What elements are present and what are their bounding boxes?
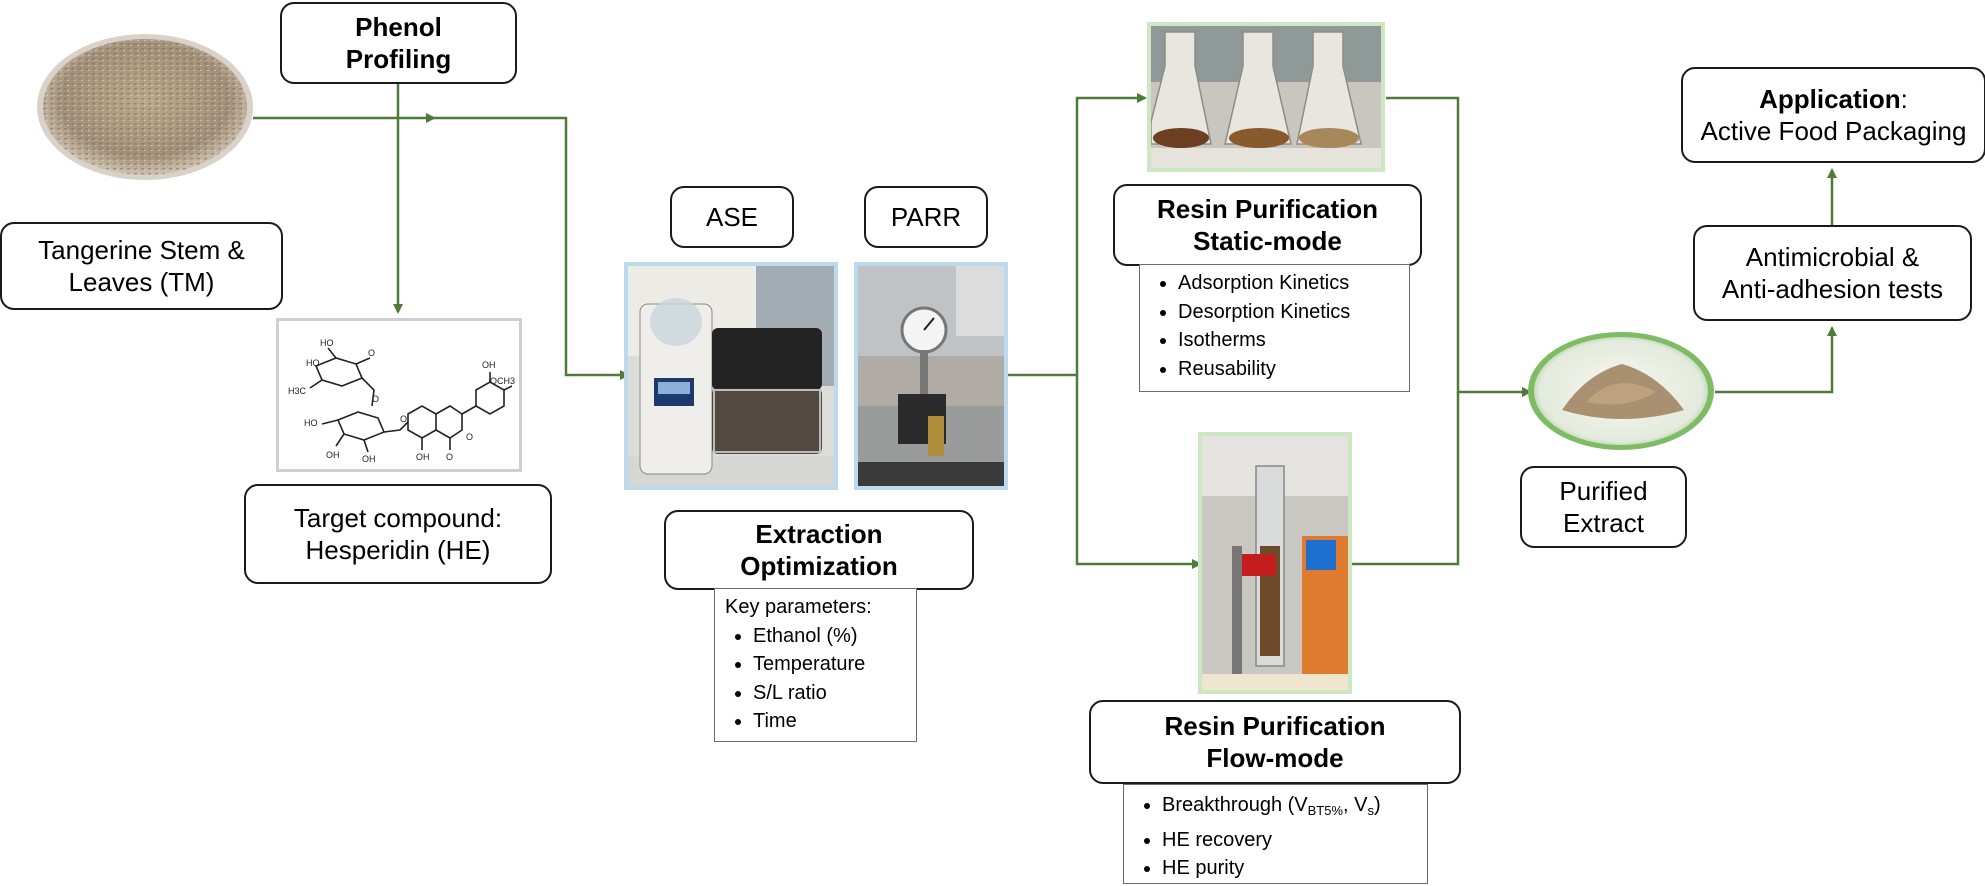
- resin-flow-mode-box: Resin Purification Flow-mode: [1089, 700, 1461, 784]
- target-compound-box: Target compound: Hesperidin (HE): [244, 484, 552, 584]
- param-ethanol: Ethanol (%): [753, 622, 906, 651]
- flow-breakthrough: Breakthrough (VBT5%, Vs): [1162, 791, 1417, 826]
- extraction-optimization-box: Extraction Optimization: [664, 510, 974, 590]
- param-time: Time: [753, 707, 906, 736]
- chem-label-ketone: O: [446, 452, 453, 462]
- application-box: Application: Active Food Packaging: [1681, 67, 1985, 163]
- key-parameters-heading: Key parameters:: [725, 596, 872, 618]
- antimicrobial-box: Antimicrobial & Anti-adhesion tests: [1693, 225, 1972, 321]
- phenol-profiling-box: Phenol Profiling: [280, 2, 517, 84]
- purified-extract-box: Purified Extract: [1520, 466, 1687, 548]
- parr-label-box: PARR: [864, 186, 988, 248]
- application-value: Active Food Packaging: [1700, 116, 1967, 146]
- purified-extract-dish-image: [1528, 332, 1714, 450]
- arrow-extraction-to-flow: [1075, 375, 1202, 569]
- flow-he-purity: HE purity: [1162, 854, 1417, 883]
- chem-label-o3: O: [466, 432, 473, 442]
- static-isotherms: Isotherms: [1178, 326, 1399, 355]
- static-desorption-kinetics: Desorption Kinetics: [1178, 298, 1399, 327]
- arrow-tm-to-extraction-b: [434, 116, 630, 380]
- static-mode-list: Adsorption Kinetics Desorption Kinetics …: [1139, 264, 1410, 392]
- chem-label-ho1: HO: [306, 358, 320, 368]
- chem-label-ho2: HO: [320, 338, 334, 348]
- flow-mode-list: Breakthrough (VBT5%, Vs) HE recovery HE …: [1123, 784, 1428, 884]
- param-sl-ratio: S/L ratio: [753, 679, 906, 708]
- static-reusability: Reusability: [1178, 355, 1399, 384]
- arrow-extraction-to-resin: [1006, 93, 1147, 377]
- chem-label-ho3: HO: [304, 418, 318, 428]
- chem-label-oh6: OH: [416, 452, 430, 462]
- arrow-flow-to-purified: [1352, 392, 1460, 566]
- static-flasks-photo: [1147, 22, 1385, 172]
- resin-static-mode-box: Resin Purification Static-mode: [1113, 184, 1422, 266]
- extraction-parameters-list: Key parameters: Ethanol (%) Temperature …: [714, 588, 917, 742]
- chem-label-o2: O: [400, 414, 407, 424]
- chem-label-oh7: OH: [482, 360, 496, 370]
- hesperidin-structure-image: HO HO H3C O HO OH OH O OH O O OH OCH3 O: [276, 318, 522, 472]
- static-adsorption-kinetics: Adsorption Kinetics: [1178, 269, 1399, 298]
- chem-label-oh4: OH: [326, 450, 340, 460]
- flow-column-photo: [1198, 432, 1352, 694]
- chem-label-oh5: OH: [362, 454, 376, 464]
- chem-label-h3c: H3C: [288, 386, 307, 396]
- chem-label-och3: OCH3: [490, 376, 515, 386]
- ase-label-box: ASE: [670, 186, 794, 248]
- application-title: Application:: [1759, 83, 1908, 114]
- chem-label-o1: O: [368, 348, 375, 358]
- arrow-purified-to-tests: [1715, 326, 1837, 394]
- parr-photo: [854, 262, 1008, 490]
- tangerine-box: Tangerine Stem & Leaves (TM): [0, 222, 283, 310]
- flow-he-recovery: HE recovery: [1162, 826, 1417, 855]
- tangerine-powder-image: [37, 34, 253, 180]
- arrow-static-to-purified: [1386, 96, 1532, 397]
- ase-photo: [624, 262, 838, 490]
- param-temperature: Temperature: [753, 650, 906, 679]
- chem-label-o4: O: [372, 394, 379, 404]
